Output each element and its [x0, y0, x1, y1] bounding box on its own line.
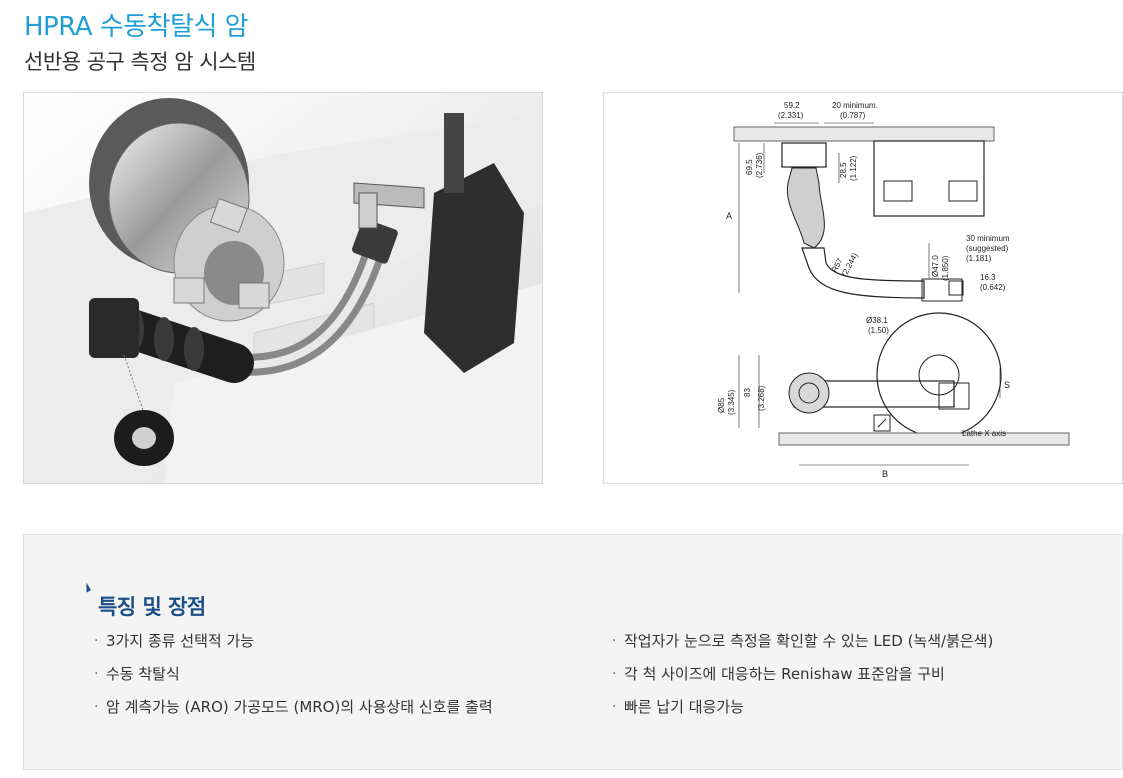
- dim-28-5-in: (1.122): [849, 155, 858, 181]
- dim-38-1-in: (1.50): [868, 326, 889, 335]
- dim-85: Ø85: [717, 397, 726, 413]
- product-illustration: [24, 93, 542, 483]
- features-panel: 특징 및 장점 · 3가지 종류 선택적 가능 · 수동 착탈식 · 암 계측가능 (…: [23, 534, 1123, 770]
- feature-text: 작업자가 눈으로 측정을 확인할 수 있는 LED (녹색/붉은색): [624, 632, 994, 650]
- dim-30-in: (1.181): [966, 254, 992, 263]
- page-title: HPRA 수동착탈식 암: [24, 12, 249, 42]
- bullet-icon: ·: [94, 699, 99, 715]
- dim-20-min: 20 minimum.: [832, 101, 878, 110]
- dim-b: B: [882, 469, 888, 479]
- dim-47: Ø47.0: [931, 255, 940, 277]
- dim-69-5-in: (2.736): [755, 152, 764, 178]
- dim-20-min-in: (0.787): [840, 111, 866, 120]
- feature-item: · 각 척 사이즈에 대응하는 Renishaw 표준암을 구비: [612, 664, 993, 697]
- dim-28-5: 28.5: [839, 162, 848, 178]
- product-image: [23, 92, 543, 484]
- dim-69-5: 69.5: [745, 159, 754, 175]
- dim-30-sugg: (suggested): [966, 244, 1009, 253]
- dim-59-2-in: (2.331): [778, 111, 804, 120]
- feature-item: · 수동 착탈식: [94, 664, 493, 697]
- bullet-icon: ·: [94, 666, 99, 682]
- dim-85-in: (3.345): [727, 389, 736, 415]
- heading-marker-icon: [82, 582, 91, 593]
- feature-item: · 3가지 종류 선택적 가능: [94, 631, 493, 664]
- dimension-drawing: 59.2 (2.331) 20 minimum. (0.787) 69.5 (2…: [717, 101, 1070, 479]
- dim-59-2: 59.2: [784, 101, 800, 110]
- feature-item: · 암 계측가능 (ARO) 가공모드 (MRO)의 사용상태 신호를 출력: [94, 697, 493, 730]
- dim-38-1: Ø38.1: [866, 316, 888, 325]
- dim-30-min: 30 minimum: [966, 234, 1010, 243]
- lathe-x-axis: Lathe X axis: [962, 429, 1006, 438]
- dim-s: S: [1004, 380, 1010, 390]
- features-heading: 특징 및 장점: [98, 595, 206, 619]
- feature-text: 빠른 납기 대응가능: [624, 698, 744, 716]
- feature-item: · 빠른 납기 대응가능: [612, 697, 993, 730]
- bullet-icon: ·: [612, 666, 617, 682]
- feature-text: 수동 착탈식: [106, 665, 180, 683]
- feature-text: 암 계측가능 (ARO) 가공모드 (MRO)의 사용상태 신호를 출력: [106, 698, 493, 716]
- bullet-icon: ·: [612, 699, 617, 715]
- feature-item: · 작업자가 눈으로 측정을 확인할 수 있는 LED (녹색/붉은색): [612, 631, 993, 664]
- dim-47-in: (1.850): [941, 255, 950, 281]
- dim-16-3: 16.3: [980, 273, 996, 282]
- feature-text: 각 척 사이즈에 대응하는 Renishaw 표준암을 구비: [624, 665, 945, 683]
- bullet-icon: ·: [94, 633, 99, 649]
- dim-83-in: (3.268): [757, 385, 766, 411]
- features-list-left: · 3가지 종류 선택적 가능 · 수동 착탈식 · 암 계측가능 (ARO) 가공모…: [94, 631, 493, 730]
- feature-text: 3가지 종류 선택적 가능: [106, 632, 255, 650]
- dim-r57-in: (2.244): [840, 251, 860, 278]
- features-list-right: · 작업자가 눈으로 측정을 확인할 수 있는 LED (녹색/붉은색) · 각 척…: [612, 631, 993, 730]
- dim-83: 83: [743, 388, 752, 397]
- technical-drawing: 59.2 (2.331) 20 minimum. (0.787) 69.5 (2…: [603, 92, 1123, 484]
- dim-a: A: [726, 211, 732, 221]
- page-subtitle: 선반용 공구 측정 암 시스템: [24, 50, 256, 74]
- bullet-icon: ·: [612, 633, 617, 649]
- dim-16-3-in: (0.642): [980, 283, 1006, 292]
